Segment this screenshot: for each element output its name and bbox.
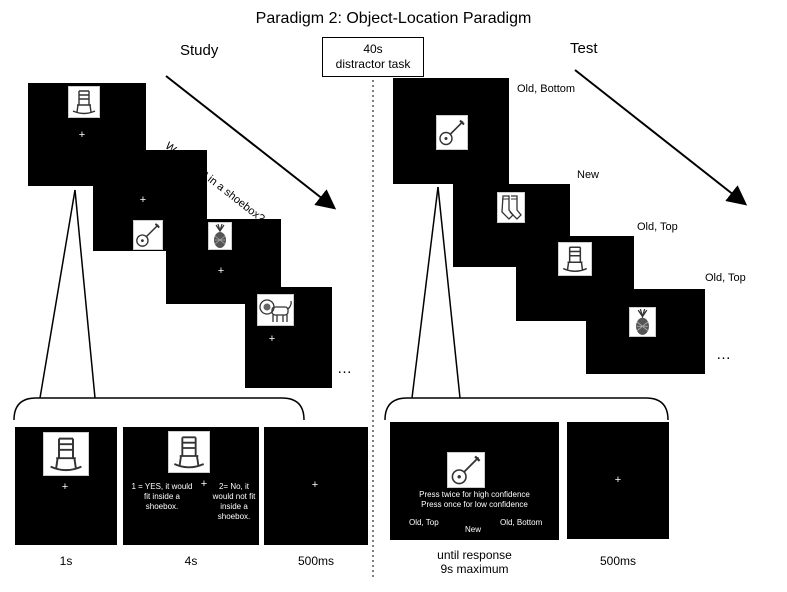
distractor-duration: 40s [363, 42, 383, 56]
pineapple-icon [629, 307, 656, 337]
duration-test-fixation: 500ms [599, 554, 637, 568]
duration-test-response: until response 9s maximum [390, 548, 559, 576]
fixation-cross: + [614, 474, 622, 486]
test-heading: Test [570, 40, 598, 57]
page-title: Paradigm 2: Object-Location Paradigm [255, 10, 532, 27]
fixation-cross: + [78, 129, 86, 141]
duration-test-line2: 9s maximum [440, 562, 509, 576]
test-zoom-line-left [411, 186, 439, 399]
yes-option-text: 1 = YES, it would fit inside a shoebox. [131, 482, 193, 511]
rocking-chair-icon [168, 431, 210, 473]
study-screen-2: + [93, 150, 207, 251]
fixation-cross: + [61, 481, 69, 493]
test-label-old-top-2: Old, Top [705, 272, 746, 284]
duration-stimulus: 1s [59, 554, 73, 568]
option-new: New [465, 525, 482, 534]
duration-response: 4s [184, 554, 198, 568]
lion-icon [257, 294, 294, 326]
guitar-icon [133, 220, 163, 250]
rocking-chair-icon [68, 86, 100, 118]
test-bracket [384, 397, 669, 421]
test-zoom-line-right [437, 186, 461, 399]
study-zoom-line-left [39, 189, 76, 399]
test-screen-1 [393, 78, 509, 184]
option-old-bottom: Old, Bottom [500, 518, 543, 527]
study-zoom-line-right [74, 189, 96, 399]
test-label-new: New [577, 169, 600, 181]
fixation-cross: + [268, 333, 276, 345]
distractor-label: distractor task [335, 57, 411, 71]
study-sequence-arrow [165, 75, 337, 210]
test-ellipsis: … [716, 346, 731, 363]
test-screen-4 [586, 289, 705, 374]
rocking-chair-icon [558, 242, 592, 276]
study-ellipsis: … [337, 360, 352, 377]
study-heading: Study [180, 42, 219, 59]
fixation-cross: + [311, 479, 319, 491]
fixation-cross: + [139, 194, 147, 206]
study-screen-4: + [245, 287, 332, 388]
test-detail-fixation-screen: + [567, 422, 669, 539]
test-label-old-top-1: Old, Top [637, 221, 678, 233]
study-bracket [13, 397, 305, 421]
option-old-top: Old, Top [409, 518, 439, 527]
test-screen-3 [516, 236, 634, 321]
no-option-text: 2= No, it would not fit inside a shoebox… [212, 482, 256, 521]
duration-fixation: 500ms [297, 554, 335, 568]
study-detail-response-screen: + 1 = YES, it would fit inside a shoebox… [123, 427, 259, 545]
guitar-icon [447, 452, 485, 488]
rocking-chair-icon [43, 432, 89, 476]
test-detail-response-screen: Press twice for high confidence Press on… [390, 422, 559, 540]
test-label-old-bottom: Old, Bottom [517, 83, 576, 95]
guitar-icon [436, 115, 468, 150]
pineapple-icon [208, 222, 232, 250]
fixation-cross: + [217, 265, 225, 277]
study-detail-stimulus-screen: + [15, 427, 117, 545]
high-confidence-text: Press twice for high confidence [419, 490, 530, 499]
fixation-cross: + [200, 478, 208, 490]
low-confidence-text: Press once for low confidence [421, 500, 528, 509]
distractor-box: 40s distractor task [322, 37, 424, 77]
test-sequence-arrow [574, 69, 748, 206]
duration-test-line1: until response [437, 548, 512, 562]
socks-icon [497, 192, 525, 223]
study-detail-fixation-screen: + [264, 427, 368, 545]
